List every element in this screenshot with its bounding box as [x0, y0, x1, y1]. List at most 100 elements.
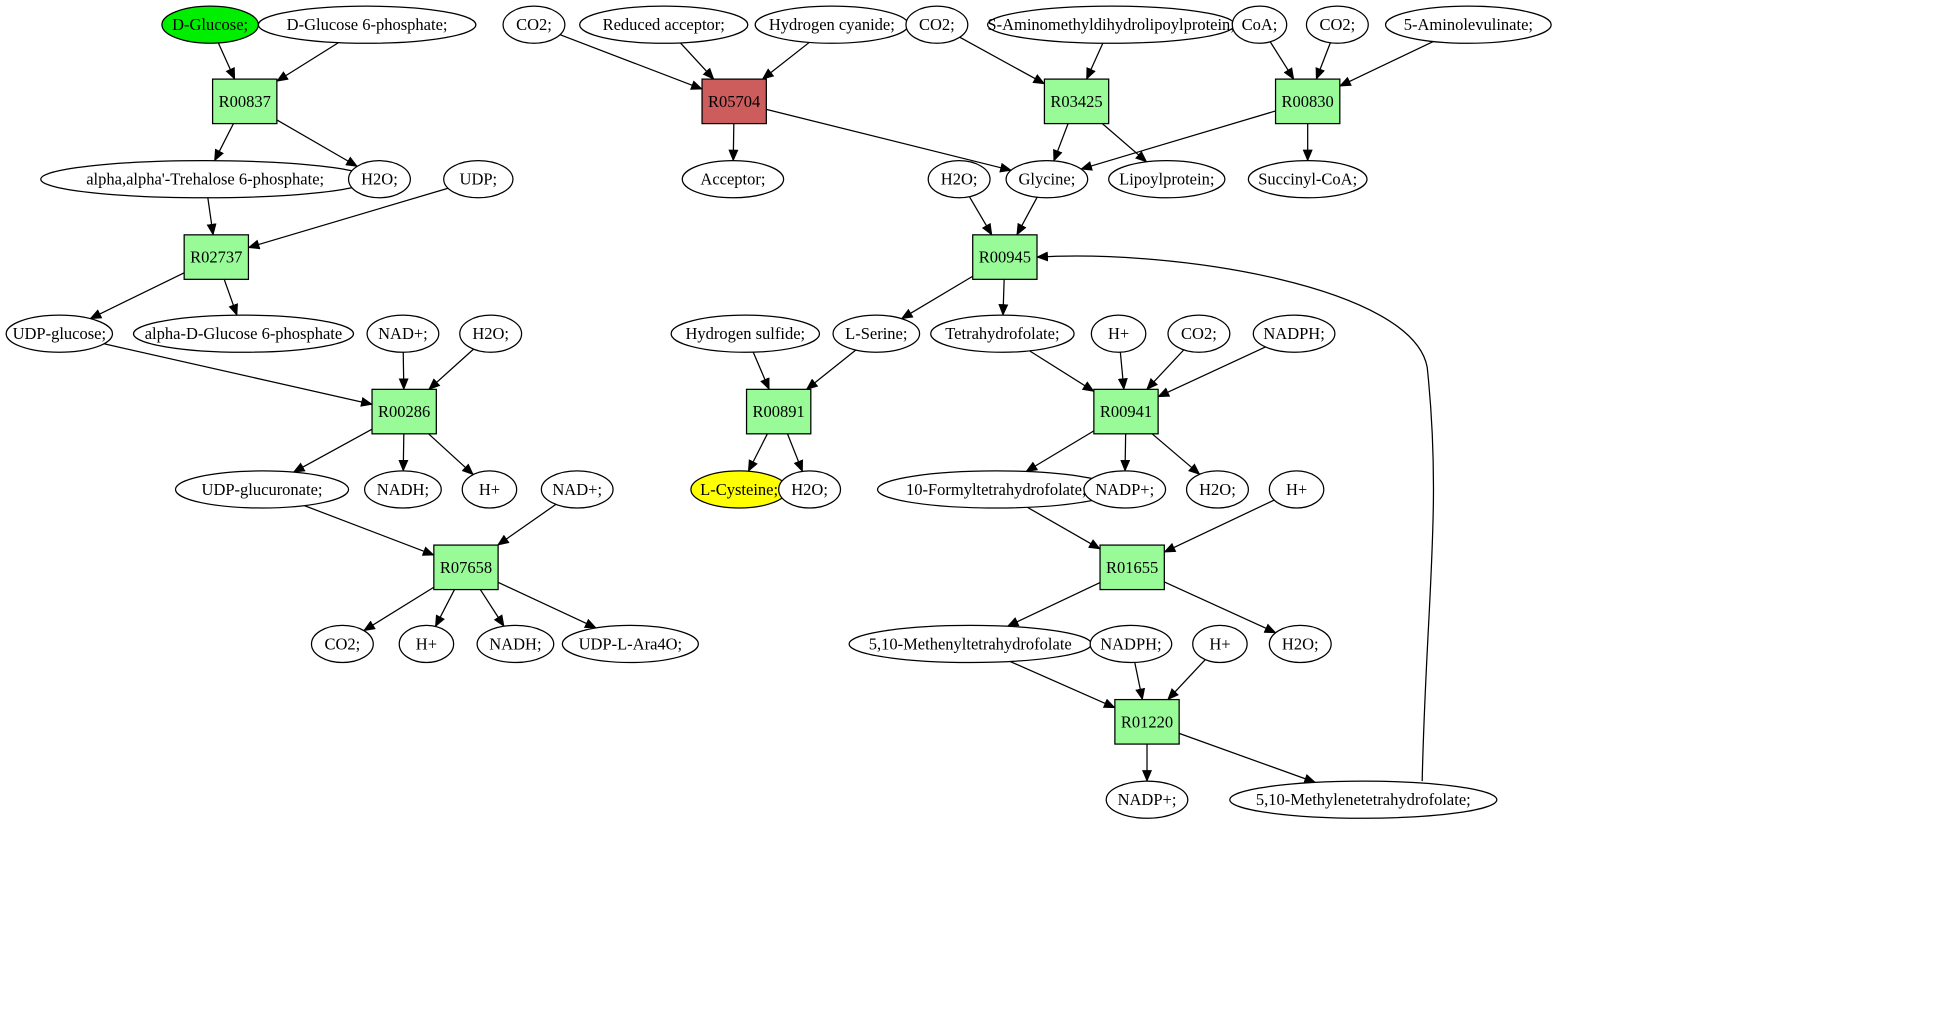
- reaction-node[interactable]: R01655: [1099, 544, 1165, 591]
- compound-node[interactable]: Lipoylprotein;: [1108, 160, 1226, 199]
- compound-label: Tetrahydrofolate;: [945, 324, 1059, 343]
- compound-node[interactable]: H+: [1192, 624, 1248, 664]
- compound-node[interactable]: D-Glucose;: [161, 5, 259, 44]
- compound-node[interactable]: alpha,alpha'-Trehalose 6-phosphate;: [40, 160, 371, 199]
- edge-r_R07658-to-c_hplus_2: [434, 589, 456, 628]
- compound-label: CO2;: [516, 15, 552, 34]
- compound-label: 10-Formyltetrahydrofolate;: [906, 480, 1087, 499]
- reaction-node[interactable]: R00830: [1274, 78, 1341, 125]
- compound-node[interactable]: CO2;: [310, 624, 374, 664]
- edge-c_hplus_4-to-r_R01655: [1163, 499, 1275, 553]
- reaction-node[interactable]: R02737: [183, 234, 250, 280]
- compound-ellipse: [1252, 314, 1336, 353]
- compound-node[interactable]: 5,10-Methenyltetrahydrofolate: [848, 624, 1093, 664]
- edge-r_R00286-to-c_nadh_1: [398, 433, 409, 472]
- edge-r_R00837-to-c_treh6p: [214, 123, 234, 162]
- reaction-label: R03425: [1050, 92, 1102, 111]
- reaction-box: [371, 388, 437, 435]
- compound-node[interactable]: CO2;: [1305, 5, 1369, 44]
- compound-node[interactable]: UDP-glucose;: [5, 314, 114, 353]
- compound-node[interactable]: D-Glucose 6-phosphate;: [257, 5, 477, 44]
- compound-label: D-Glucose;: [172, 15, 248, 34]
- compound-node[interactable]: UDP;: [443, 160, 514, 199]
- compound-node[interactable]: 10-Formyltetrahydrofolate;: [876, 470, 1116, 509]
- compound-ellipse: [459, 314, 523, 353]
- compound-label: L-Cysteine;: [700, 480, 778, 499]
- compound-ellipse: [310, 624, 374, 664]
- compound-node[interactable]: alpha-D-Glucose 6-phosphate: [132, 314, 355, 353]
- compound-node[interactable]: L-Cysteine;: [690, 470, 788, 509]
- compound-node[interactable]: H2O;: [1268, 624, 1332, 664]
- compound-node[interactable]: Glycine;: [1005, 160, 1089, 199]
- compound-node[interactable]: UDP-L-Ara4O;: [561, 624, 699, 664]
- compound-ellipse: [461, 470, 518, 509]
- reaction-node[interactable]: R03425: [1043, 78, 1110, 125]
- reaction-node[interactable]: R07658: [433, 544, 499, 591]
- compound-ellipse: [1247, 160, 1368, 199]
- compound-ellipse: [1185, 470, 1249, 509]
- compound-node[interactable]: 5,10-Methylenetetrahydrofolate;: [1229, 780, 1498, 819]
- edge-r_R03425-to-c_lipoyl: [1101, 123, 1148, 163]
- compound-node[interactable]: NADPH;: [1252, 314, 1336, 353]
- compound-node[interactable]: H2O;: [927, 160, 991, 199]
- reaction-label: R01655: [1106, 558, 1158, 577]
- compound-node[interactable]: H+: [461, 470, 518, 509]
- compound-node[interactable]: Reduced acceptor;: [579, 5, 749, 44]
- compound-node[interactable]: Hydrogen cyanide;: [754, 5, 910, 44]
- compound-node[interactable]: CO2;: [502, 5, 566, 44]
- compound-node[interactable]: Acceptor;: [681, 160, 785, 199]
- compound-ellipse: [1384, 5, 1552, 44]
- compound-node[interactable]: H+: [1090, 314, 1147, 353]
- compound-label: Glycine;: [1018, 170, 1075, 189]
- compound-node[interactable]: Hydrogen sulfide;: [670, 314, 821, 353]
- compound-node[interactable]: NAD+;: [366, 314, 440, 353]
- edge-c_h2o_3-to-r_R00945: [968, 196, 993, 236]
- compound-node[interactable]: NADP+;: [1105, 780, 1189, 819]
- reaction-node[interactable]: R01220: [1114, 698, 1180, 745]
- compound-ellipse: [670, 314, 821, 353]
- reaction-box: [1093, 388, 1159, 435]
- compound-node[interactable]: CoA;: [1231, 5, 1288, 44]
- edge-c_samdlp-to-r_R03425: [1086, 42, 1104, 81]
- compound-node[interactable]: NADPH;: [1089, 624, 1173, 664]
- edge-r_R00837-to-c_h2o_1: [276, 119, 359, 167]
- reaction-node[interactable]: R00891: [745, 388, 812, 435]
- edge-c_nadph_1-to-r_R00941: [1157, 346, 1266, 398]
- compound-label: Acceptor;: [700, 170, 765, 189]
- compound-ellipse: [132, 314, 355, 353]
- compound-node[interactable]: NADH;: [476, 624, 555, 664]
- compound-node[interactable]: H2O;: [1185, 470, 1249, 509]
- reaction-node[interactable]: R00941: [1093, 388, 1159, 435]
- compound-node[interactable]: H2O;: [778, 470, 842, 509]
- compound-label: H2O;: [472, 324, 509, 343]
- reaction-node[interactable]: R00286: [371, 388, 437, 435]
- compound-node[interactable]: Tetrahydrofolate;: [930, 314, 1075, 353]
- edge-c_co2_3-to-r_R03425: [959, 36, 1046, 85]
- compound-node[interactable]: L-Serine;: [832, 314, 921, 353]
- edge-c_co2_4-to-r_R00830: [1315, 42, 1331, 81]
- reaction-node[interactable]: R00837: [211, 78, 278, 125]
- reaction-node[interactable]: R00945: [972, 234, 1038, 280]
- compound-node[interactable]: NADP+;: [1083, 470, 1167, 509]
- compound-label: alpha,alpha'-Trehalose 6-phosphate;: [86, 170, 324, 189]
- compound-ellipse: [930, 314, 1075, 353]
- compound-node[interactable]: CO2;: [1167, 314, 1231, 353]
- compound-ellipse: [927, 160, 991, 199]
- compound-node[interactable]: CO2;: [905, 5, 969, 44]
- compound-node[interactable]: NADH;: [363, 470, 442, 509]
- reaction-box: [211, 78, 278, 125]
- compound-label: UDP-glucuronate;: [202, 480, 323, 499]
- compound-node[interactable]: Succinyl-CoA;: [1247, 160, 1368, 199]
- reaction-node[interactable]: R05704: [701, 78, 767, 125]
- edge-r_R00891-to-c_h2o_4: [786, 433, 804, 473]
- compound-label: H+: [1286, 480, 1307, 499]
- compound-node[interactable]: UDP-glucuronate;: [174, 470, 350, 509]
- compound-node[interactable]: NAD+;: [540, 470, 614, 509]
- compound-node[interactable]: H+: [398, 624, 455, 664]
- compound-node[interactable]: 5-Aminolevulinate;: [1384, 5, 1552, 44]
- compound-node[interactable]: H2O;: [459, 314, 523, 353]
- compound-label: alpha-D-Glucose 6-phosphate: [145, 324, 342, 343]
- compound-node[interactable]: S-Aminomethyldihydrolipoylprotein;: [986, 5, 1236, 44]
- compound-node[interactable]: H2O;: [347, 160, 411, 199]
- compound-node[interactable]: H+: [1268, 470, 1325, 509]
